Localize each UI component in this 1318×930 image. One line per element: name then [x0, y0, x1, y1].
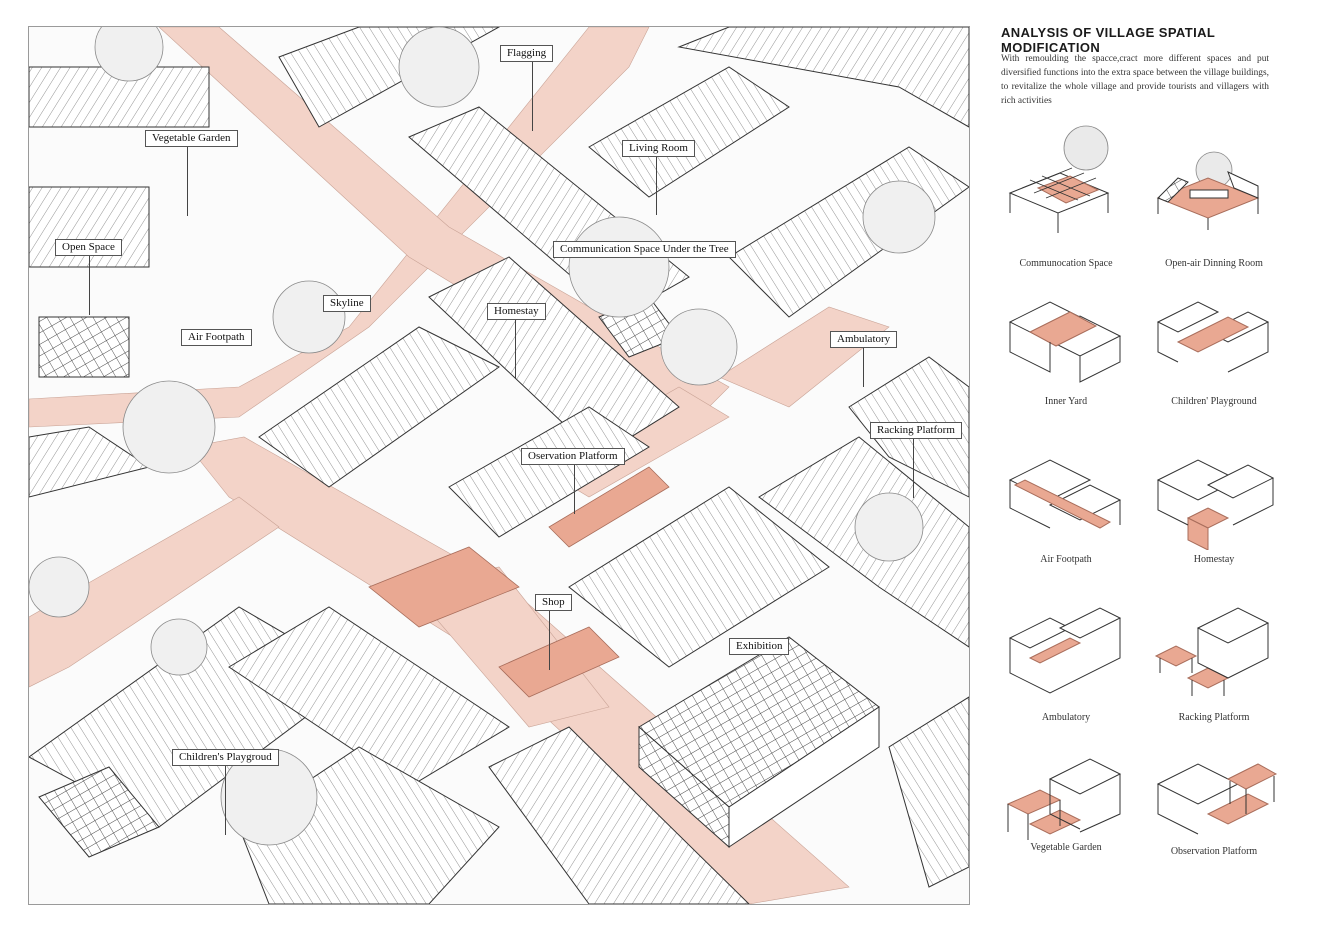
racking-platform-icon — [1154, 607, 1270, 696]
analysis-label: Homestay — [1193, 554, 1235, 565]
analysis-item-racking-platform: Racking Platform — [1148, 588, 1280, 738]
analysis-label: Air Footpath — [1040, 554, 1092, 565]
label-racking-platform: Racking Platform — [870, 422, 962, 439]
playground-icon — [1156, 301, 1270, 373]
label-shop: Shop — [535, 594, 572, 611]
analysis-item-homestay: Homestay — [1148, 430, 1280, 580]
axonometric-village-drawing: Flagging Vegetable Garden Living Room Op… — [28, 26, 970, 905]
label-homestay: Homestay — [487, 303, 546, 320]
analysis-label: Racking Platform — [1178, 712, 1250, 723]
analysis-label: Observation Platform — [1170, 846, 1258, 857]
analysis-label: Children' Playground — [1171, 396, 1257, 407]
racking-platform-leader — [913, 438, 914, 498]
air-footpath-icon — [1008, 459, 1122, 529]
vegetable-garden-icon — [1006, 758, 1122, 840]
analysis-label: Vegetable Garden — [1030, 842, 1102, 853]
label-vegetable-garden: Vegetable Garden — [145, 130, 238, 147]
analysis-item-vegetable-garden: Vegetable Garden — [1000, 744, 1132, 894]
childrens-playground-leader — [225, 765, 226, 835]
label-communication-space: Communication Space Under the Tree — [553, 241, 736, 258]
terrace-accents — [368, 466, 670, 698]
homestay-icon — [1156, 459, 1275, 550]
analysis-label: Inner Yard — [1044, 396, 1088, 407]
village-plan-svg — [29, 27, 969, 904]
analysis-item-communication-space: Communocation Space — [1000, 118, 1132, 269]
analysis-label: Ambulatory — [1041, 712, 1091, 723]
label-flagging: Flagging — [500, 45, 554, 62]
ambulatory-icon — [1008, 607, 1122, 694]
label-observation-platform: Oservation Platform — [521, 448, 625, 465]
label-skyline: Skyline — [323, 295, 371, 312]
flagging-leader — [532, 61, 533, 131]
courtyard-dining-icon — [1156, 151, 1260, 230]
trees — [29, 27, 936, 846]
label-exhibition: Exhibition — [729, 638, 790, 655]
shop-leader — [549, 610, 550, 670]
village-rooftops — [29, 27, 969, 904]
observation-leader — [574, 464, 575, 514]
panel-description: With remoulding the spacce,cract more di… — [1001, 54, 1269, 106]
analysis-item-ambulatory: Ambulatory — [1000, 588, 1132, 738]
analysis-label: Open-air Dinning Room — [1165, 258, 1263, 269]
label-childrens-playground: Children's Playgroud — [172, 749, 279, 766]
analysis-item-air-footpath: Air Footpath — [1000, 430, 1132, 580]
label-ambulatory: Ambulatory — [830, 331, 898, 348]
panel-title: ANALYSIS OF VILLAGE SPATIAL MODIFICATION — [1001, 25, 1216, 55]
homestay-leader — [515, 319, 516, 379]
ambulatory-leader — [863, 347, 864, 387]
living-room-leader — [656, 155, 657, 215]
label-living-room: Living Room — [622, 140, 695, 157]
observation-platform-icon — [1156, 763, 1278, 835]
analysis-item-inner-yard: Inner Yard — [1000, 272, 1132, 422]
vegetable-garden-leader — [187, 146, 188, 216]
analysis-item-open-air-dining: Open-air Dinning Room — [1148, 118, 1280, 269]
analysis-item-observation-platform: Observation Platform — [1148, 744, 1280, 894]
analysis-label: Communocation Space — [1019, 258, 1113, 269]
analysis-item-childrens-playground: Children' Playground — [1148, 272, 1280, 422]
exhibition-glasshouse — [638, 636, 880, 849]
label-open-space: Open Space — [55, 239, 122, 256]
pergola-tree-icon — [1008, 125, 1110, 233]
label-air-footpath: Air Footpath — [181, 329, 252, 346]
inner-yard-icon — [1008, 301, 1122, 383]
open-space-leader — [89, 255, 90, 315]
